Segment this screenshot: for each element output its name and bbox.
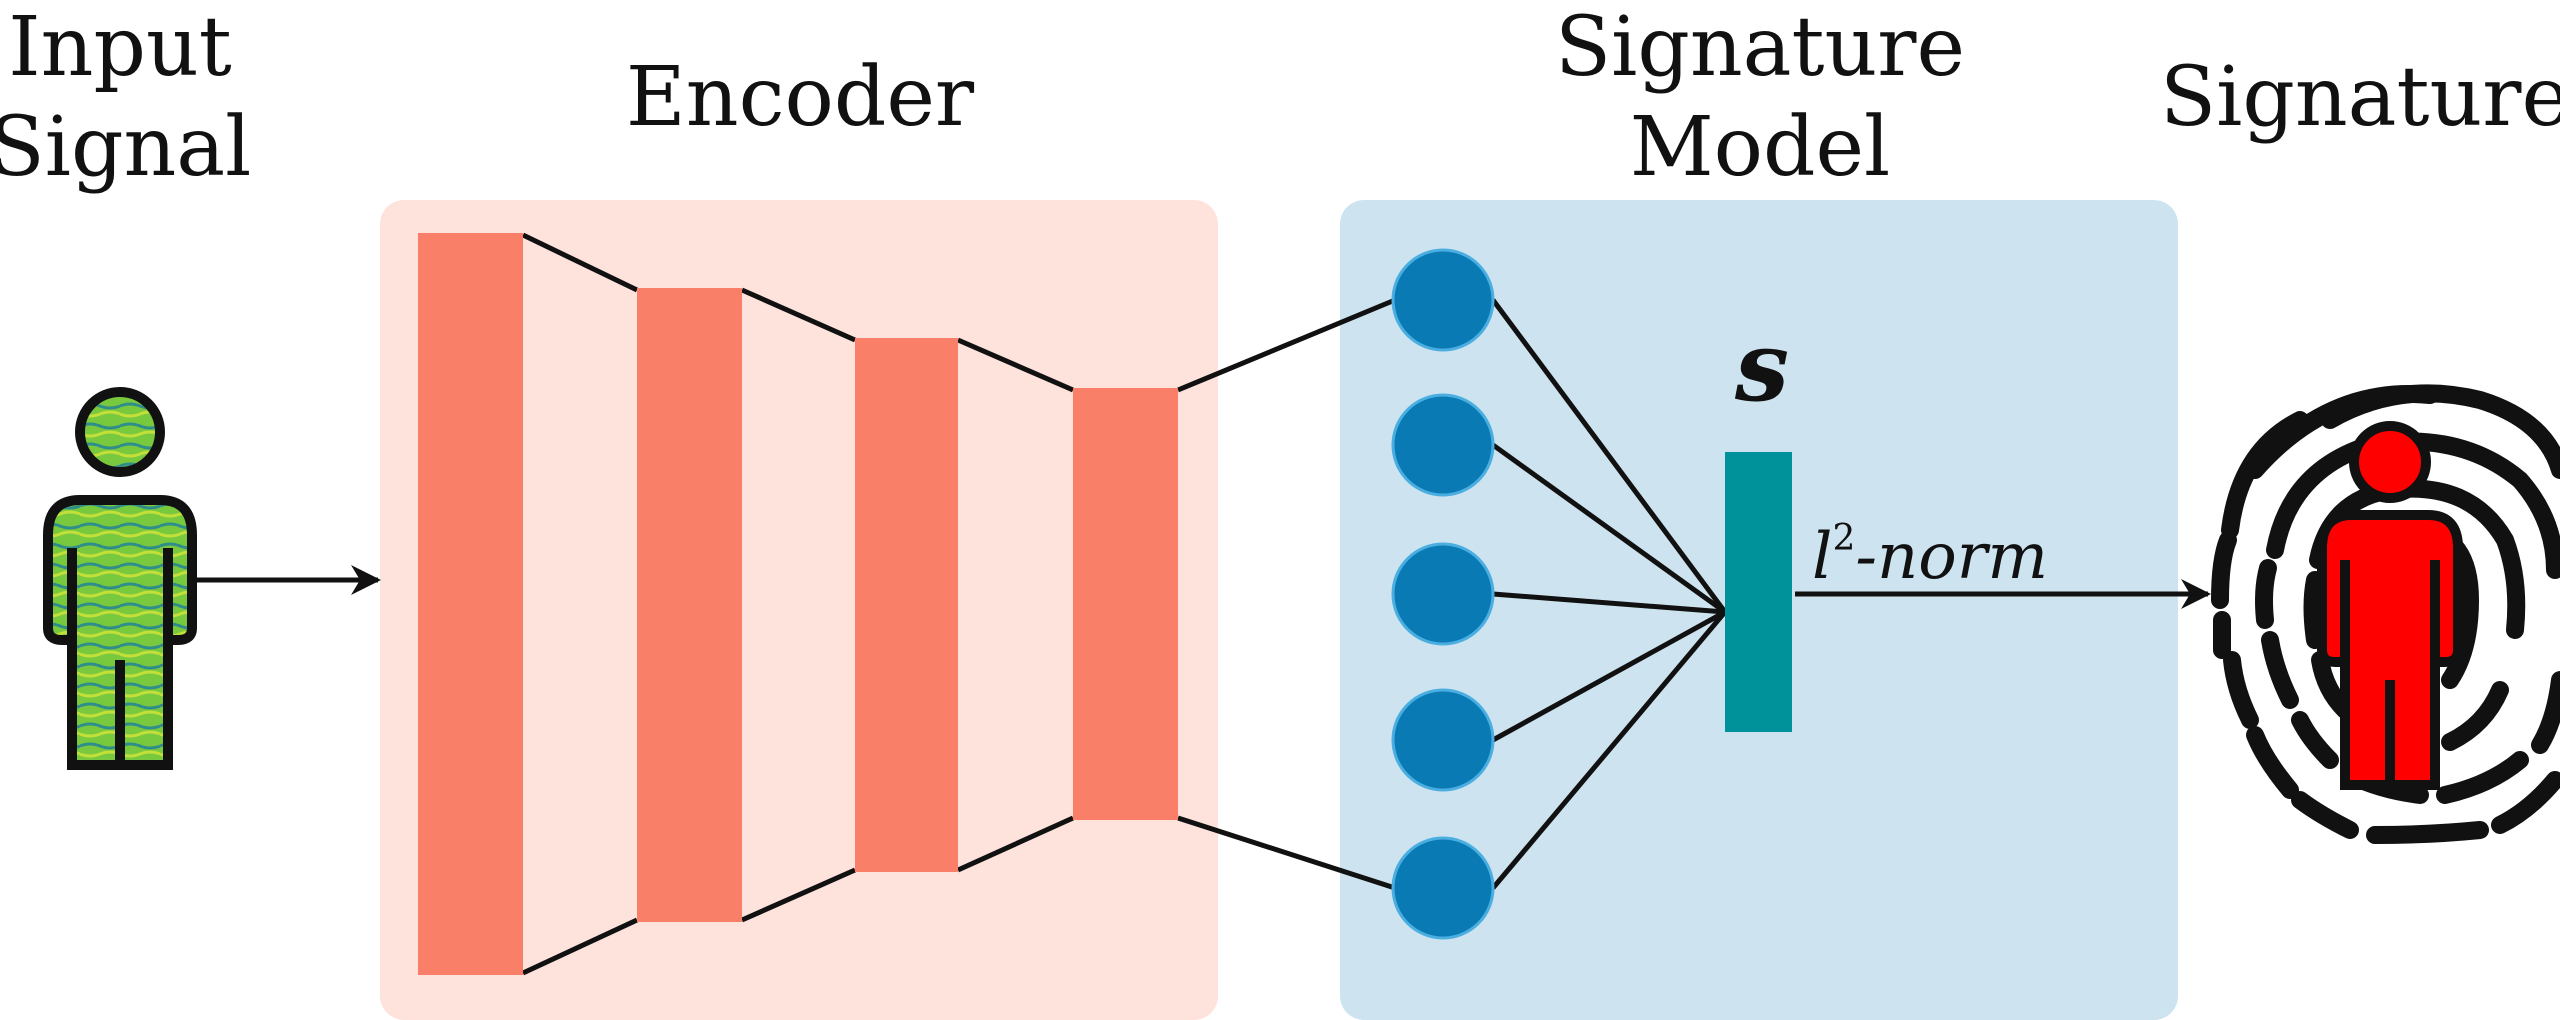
signature-vector-s — [1725, 452, 1792, 732]
signature-model-label-line2: Model — [1630, 100, 1891, 195]
encoder-connections — [521, 232, 1396, 976]
l2-norm-base: l — [1812, 520, 1832, 594]
signature-model-label-line1: Signature — [1555, 0, 1965, 95]
input-signal-label-line2: Signal — [0, 100, 251, 195]
encoder-layer-2 — [637, 288, 742, 922]
encoder-panel — [380, 200, 1218, 1020]
encoder-label: Encoder — [626, 50, 975, 145]
model-node-5 — [1391, 836, 1495, 940]
output-person-icon — [2317, 421, 2463, 790]
encoder-layer-3 — [855, 338, 958, 872]
s-vector-label: s — [1734, 310, 1789, 423]
model-node-1 — [1391, 248, 1495, 352]
signature-label: Signature — [2160, 50, 2560, 145]
l2-norm-label: l2-norm — [1812, 518, 2048, 594]
model-connections — [1490, 298, 1728, 890]
l2-norm-suffix: -norm — [1855, 520, 2048, 594]
person-icon — [43, 387, 197, 770]
encoder-layer-4 — [1073, 388, 1178, 820]
encoder-layer-1 — [418, 233, 523, 975]
model-node-3 — [1391, 542, 1495, 646]
input-signal-label-line1: Input — [8, 0, 232, 95]
model-node-4 — [1391, 688, 1495, 792]
l2-norm-exponent: 2 — [1832, 518, 1855, 559]
model-node-2 — [1391, 393, 1495, 497]
